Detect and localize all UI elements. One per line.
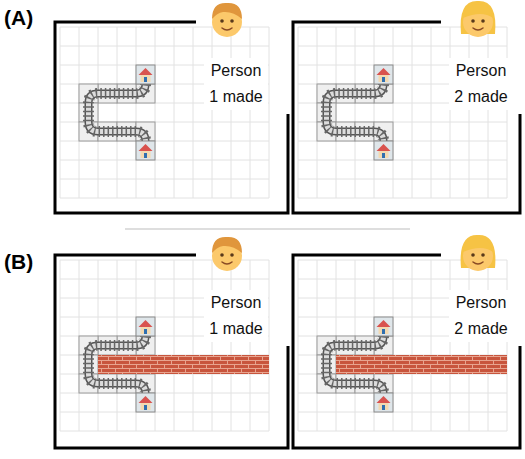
person-label: Person 1 made (204, 290, 268, 342)
boy-emoji (212, 3, 242, 37)
track-drawing (55, 237, 288, 448)
rail-track (89, 84, 146, 141)
separator-line (125, 229, 410, 230)
panel-label: (A) (4, 6, 33, 30)
drawing-frame: Person 2 made (293, 255, 520, 448)
house-icon (136, 141, 155, 160)
grid (298, 27, 507, 198)
drawing-frame-outline (293, 22, 520, 213)
house-icon (136, 317, 155, 336)
drawing-frame-outline (55, 255, 288, 448)
rail-track (327, 336, 384, 393)
rail-track (327, 84, 384, 141)
track-drawing (293, 1, 520, 213)
drawing-frame-outline (293, 255, 520, 448)
brick-wall (336, 355, 507, 374)
grid (60, 27, 269, 198)
house-icon (136, 65, 155, 84)
house-icon (374, 393, 393, 412)
grid (298, 260, 507, 431)
house-icon (374, 317, 393, 336)
girl-emoji (461, 1, 496, 37)
track-drawing (55, 3, 288, 213)
drawing-frame: Person 1 made (55, 255, 288, 448)
house-icon (374, 141, 393, 160)
drawing-frame-outline (55, 22, 288, 213)
track-drawing (293, 235, 520, 448)
boy-emoji (212, 237, 242, 271)
person-label: Person 2 made (449, 290, 513, 342)
rail-track (89, 336, 146, 393)
house-icon (136, 393, 155, 412)
drawing-frame: Person 2 made (293, 22, 520, 213)
person-label: Person 1 made (204, 58, 268, 110)
drawing-frame: Person 1 made (55, 22, 288, 213)
girl-emoji (461, 235, 496, 271)
brick-wall (98, 355, 269, 374)
person-label: Person 2 made (449, 58, 513, 110)
house-icon (374, 65, 393, 84)
panel-label: (B) (4, 250, 33, 274)
grid (60, 260, 269, 431)
